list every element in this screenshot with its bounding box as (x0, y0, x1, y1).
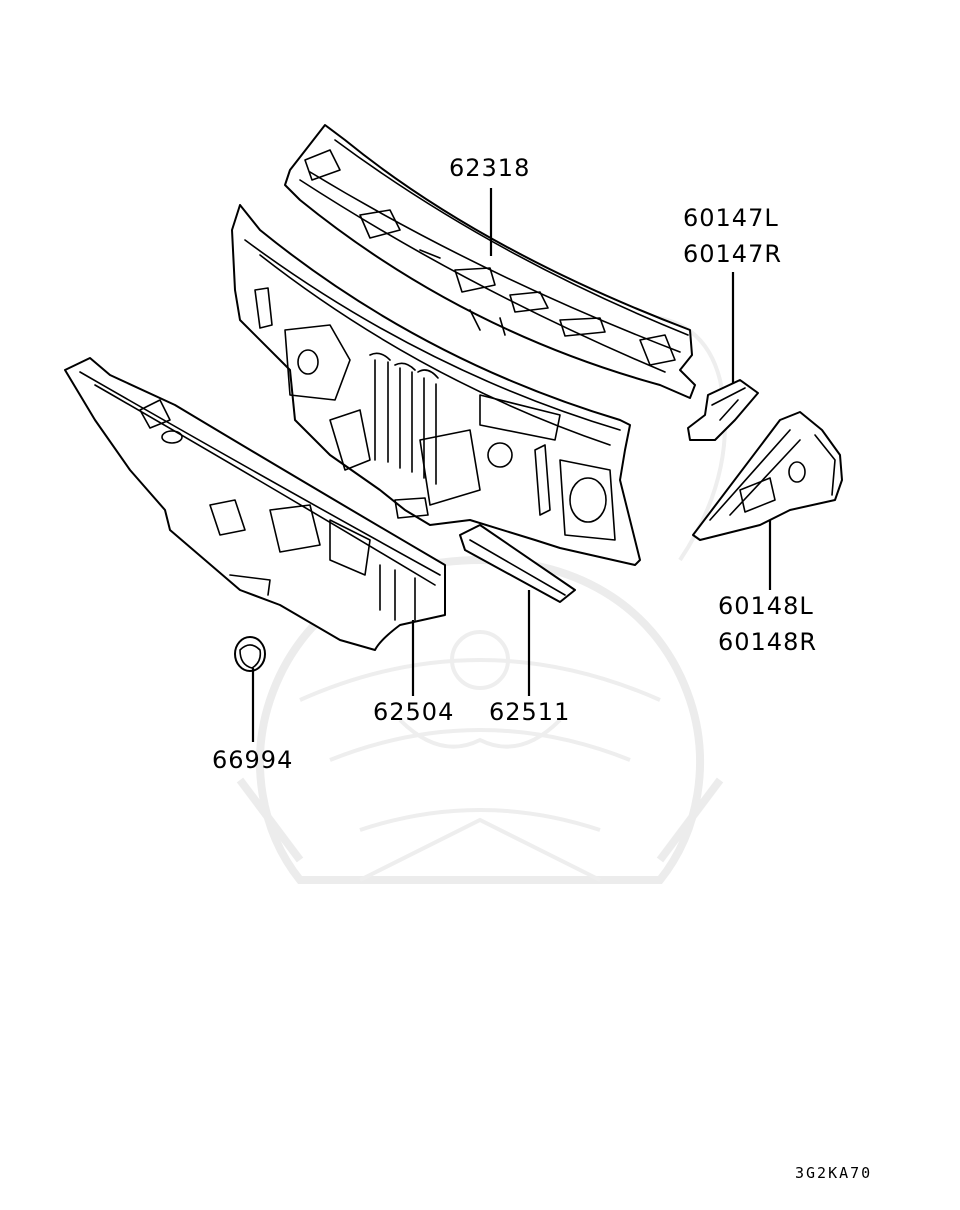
part-number-label: 66994 (212, 746, 294, 774)
part-number-label-left: 60147L (683, 204, 779, 232)
callout-66994[interactable]: 66994 (212, 742, 293, 778)
part-number-label-left: 60148L (718, 592, 814, 620)
part-60148-side-panel[interactable] (692, 411, 843, 541)
callout-60147[interactable]: 60147L 60147R (683, 200, 782, 272)
part-62318-cowl-top-panel[interactable] (284, 124, 696, 399)
callout-60148[interactable]: 60148L 60148R (718, 588, 817, 660)
part-62511-reinforcement[interactable] (459, 524, 576, 603)
diagram-reference-code: 3G2KA70 (795, 1164, 873, 1182)
part-number-label-right: 60147R (683, 240, 783, 268)
part-number-label: 62511 (489, 698, 571, 726)
part-60147-bracket[interactable] (687, 379, 759, 441)
part-number-label: 62318 (449, 154, 531, 182)
part-number-label-right: 60148R (718, 628, 818, 656)
part-dash-panel[interactable] (231, 204, 641, 566)
part-number-label: 62504 (373, 698, 455, 726)
callout-62318[interactable]: 62318 (449, 150, 530, 186)
leader-lines (251, 188, 772, 742)
callout-62511[interactable]: 62511 (489, 694, 570, 730)
part-62504-insulator-panel[interactable] (64, 357, 446, 651)
callout-62504[interactable]: 62504 (373, 694, 454, 730)
part-66994-grommet[interactable] (234, 636, 266, 672)
